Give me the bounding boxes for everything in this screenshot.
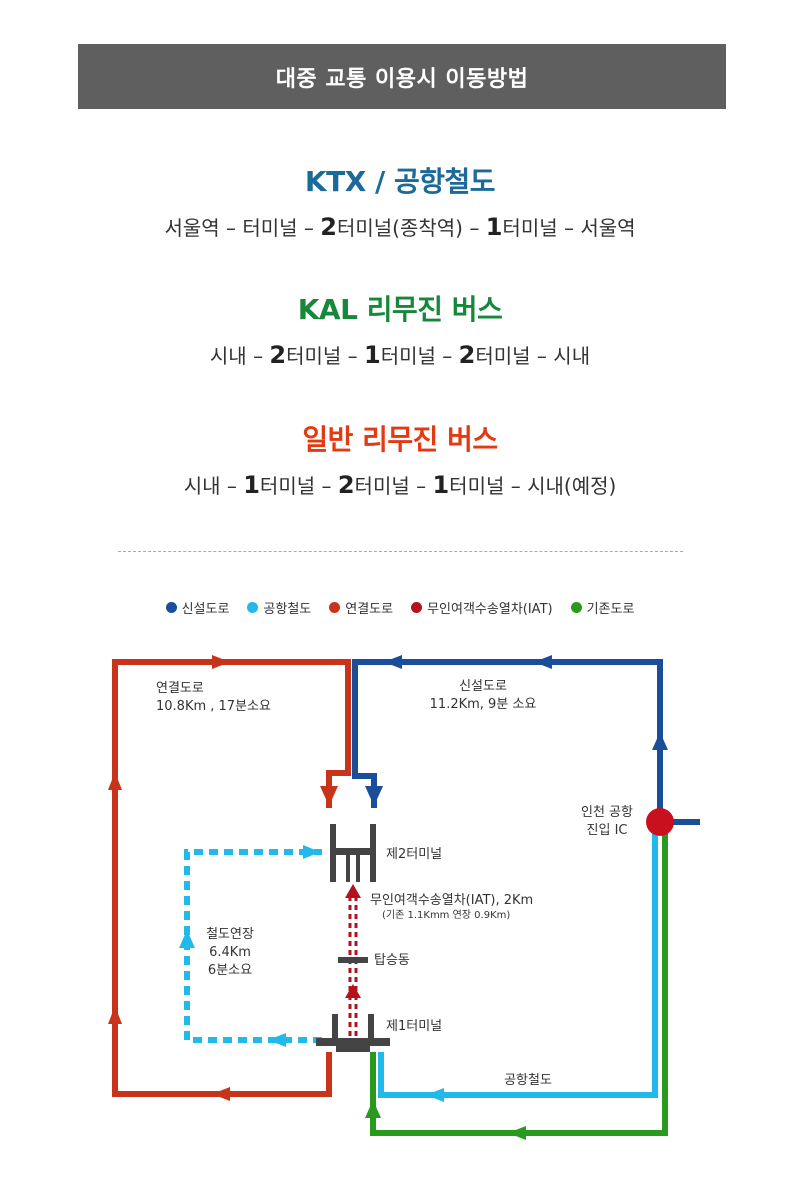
ic-label-line2: 진입 IC <box>587 823 628 838</box>
legend-item-existing-road: 기존도로 <box>570 598 635 617</box>
new-road-line <box>352 659 700 825</box>
terminal-number: 1 <box>243 471 260 499</box>
page-title: 대중 교통 이용시 이동방법 <box>275 66 529 92</box>
legend-dot-icon <box>329 602 341 613</box>
arrow-up-icon <box>345 984 361 998</box>
arrow-up-icon <box>108 772 122 790</box>
route-segment: 터미널 – <box>259 474 338 498</box>
terminal-1-icon <box>316 1014 390 1052</box>
concourse-icon <box>338 957 368 963</box>
arrow-right-icon <box>212 655 230 669</box>
legend-dot-icon <box>411 602 423 613</box>
route-segment: 터미널 – <box>354 474 433 498</box>
terminal-number: 1 <box>485 213 503 241</box>
legend-item-iat: 무인여객수송열차(IAT) <box>411 598 553 617</box>
link-road-arrows <box>108 655 338 1101</box>
new-road-label: 신설도로 <box>459 679 507 694</box>
route-segment: 터미널 – 서울역 <box>502 216 636 240</box>
airport-rail-line <box>378 822 658 1098</box>
iat-label: 무인여객수송열차(IAT), 2Km <box>370 893 533 908</box>
arrow-left-icon <box>268 1033 286 1047</box>
legend-dot-icon <box>570 602 582 613</box>
route-path-kal-limousine: 시내 – 2터미널 – 1터미널 – 2터미널 – 시내 <box>0 340 800 369</box>
legend-item-new-road: 신설도로 <box>165 598 230 617</box>
legend-dot-icon <box>247 602 259 613</box>
new-road-detail: 11.2Km, 9분 소요 <box>430 697 537 712</box>
route-title-general-limousine: 일반 리무진 버스 <box>302 423 498 456</box>
page-title-banner: 대중 교통 이용시 이동방법 <box>78 44 726 109</box>
route-segment: 시내 – <box>183 474 244 498</box>
legend-item-link-road: 연결도로 <box>329 598 393 617</box>
ic-marker-icon <box>646 808 674 836</box>
terminal-1-label: 제1터미널 <box>386 1019 442 1034</box>
terminal-number: 2 <box>320 213 337 241</box>
new-road-arrows <box>365 655 668 806</box>
route-title-kal-limousine: KAL 리무진 버스 <box>297 293 503 326</box>
route-segment: 터미널(종착역) – <box>336 216 486 240</box>
route-segment: 서울역 – 터미널 – <box>164 216 321 240</box>
route-path-general-limousine: 시내 – 1터미널 – 2터미널 – 1터미널 – 시내(예정) <box>0 470 800 499</box>
route-path-ktx: 서울역 – 터미널 – 2터미널(종착역) – 1터미널 – 서울역 <box>0 212 800 241</box>
arrow-left-icon <box>212 1087 230 1101</box>
airport-rail-arrows <box>426 1088 444 1102</box>
route-title-ktx: KTX / 공항철도 <box>304 165 496 198</box>
terminal-number: 2 <box>337 471 355 499</box>
link-road-label: 연결도로 <box>156 681 204 696</box>
rail-extension-label: 철도연장 <box>206 927 254 942</box>
airport-rail-label: 공항철도 <box>504 1073 552 1088</box>
iat-arrows <box>345 884 361 998</box>
terminal-2-label: 제2터미널 <box>386 847 442 862</box>
existing-road-arrows <box>365 1100 526 1140</box>
link-road-detail: 10.8Km , 17분소요 <box>156 699 271 714</box>
arrow-down-icon <box>365 786 383 806</box>
iat-detail: (기존 1.1Kmm 연장 0.9Km) <box>382 909 510 921</box>
arrow-up-icon <box>108 1006 122 1024</box>
arrow-left-icon <box>384 655 402 669</box>
map-legend: 신설도로 공항철도 연결도로 무인여객수송열차(IAT) 기존도로 <box>0 598 800 617</box>
rail-extension-line <box>184 849 322 1043</box>
ic-label-line1: 인천 공항 <box>581 805 633 820</box>
route-segment: 터미널 – 시내(예정) <box>449 474 617 498</box>
arrow-left-icon <box>534 655 552 669</box>
arrow-up-icon <box>365 1100 381 1118</box>
route-segment: 터미널 – <box>286 344 365 368</box>
arrow-up-icon <box>345 884 361 898</box>
iat-line <box>348 892 358 1036</box>
rail-extension-time: 6분소요 <box>208 963 252 978</box>
arrow-right-icon <box>303 845 320 859</box>
rail-extension-distance: 6.4Km <box>209 945 251 960</box>
link-road-line <box>112 659 351 1097</box>
section-divider <box>118 551 683 552</box>
legend-label: 공항철도 <box>263 602 312 617</box>
legend-item-airport-rail: 공항철도 <box>247 598 311 617</box>
terminal-number: 2 <box>269 341 287 369</box>
legend-label: 신설도로 <box>181 602 230 617</box>
route-segment: 터미널 – <box>380 344 459 368</box>
legend-label: 기존도로 <box>586 602 635 617</box>
rail-extension-arrows <box>179 845 320 1047</box>
legend-label: 무인여객수송열차(IAT) <box>427 602 553 617</box>
route-segment: 터미널 – 시내 <box>475 344 591 368</box>
arrow-left-icon <box>508 1126 526 1140</box>
legend-dot-icon <box>165 602 177 613</box>
terminal-2-icon <box>330 824 376 882</box>
legend-label: 연결도로 <box>345 602 394 617</box>
terminal-number: 2 <box>458 341 476 369</box>
route-segment: 시내 – <box>209 344 270 368</box>
terminal-number: 1 <box>432 471 450 499</box>
arrow-down-icon <box>320 786 338 806</box>
concourse-label: 탑승동 <box>374 953 410 968</box>
arrow-left-icon <box>426 1088 444 1102</box>
arrow-up-icon <box>652 732 668 750</box>
terminal-number: 1 <box>364 341 381 369</box>
arrow-up-icon <box>179 930 195 948</box>
